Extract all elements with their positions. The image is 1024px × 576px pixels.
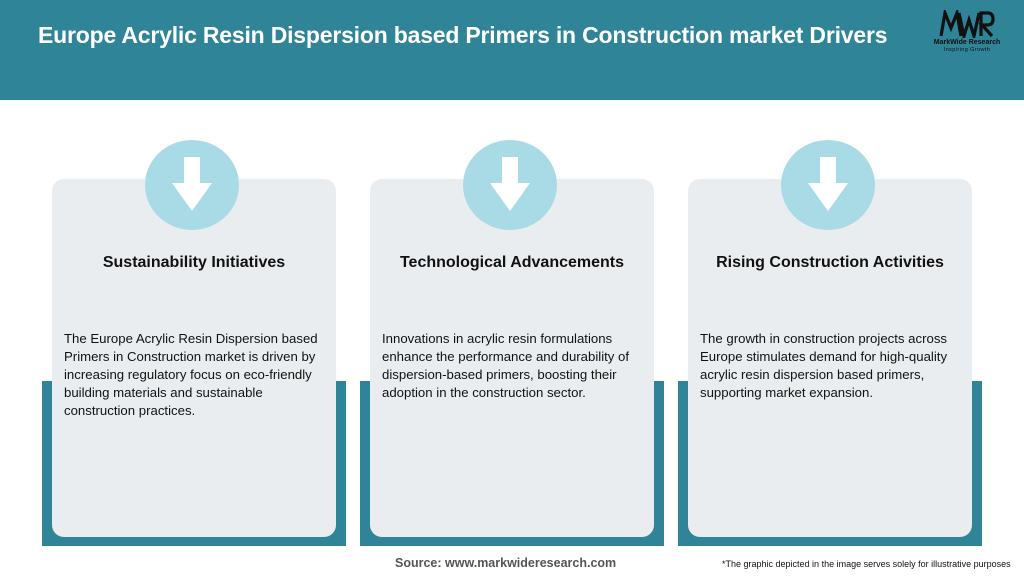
card-description: Innovations in acrylic resin formulation…: [382, 331, 630, 400]
driver-card-technology: Technological Advancements Innovations i…: [360, 140, 664, 550]
card-panel: [52, 179, 336, 537]
card-title: Technological Advancements: [399, 254, 625, 271]
card-title: Rising Construction Activities: [716, 254, 944, 271]
card-title: Sustainability Initiatives: [102, 254, 286, 271]
card-panel: [688, 179, 972, 537]
down-arrow-icon: [808, 157, 848, 211]
logo-tagline: Inspiring Growth: [943, 47, 991, 53]
mwr-logo-icon: [939, 10, 995, 38]
down-arrow-icon: [490, 157, 530, 211]
icon-circle: [781, 140, 875, 230]
company-logo: MarkWide Research Inspiring Growth: [922, 10, 1012, 58]
down-arrow-icon: [172, 157, 212, 211]
card-description: The growth in construction projects acro…: [700, 331, 948, 400]
driver-card-construction: Rising Construction Activities The growt…: [678, 140, 982, 550]
disclaimer-note: *The graphic depicted in the image serve…: [722, 559, 1011, 569]
icon-circle: [145, 140, 239, 230]
driver-card-sustainability: Sustainability Initiatives The Europe Ac…: [42, 140, 346, 550]
page-title: Europe Acrylic Resin Dispersion based Pr…: [38, 22, 888, 48]
header-banner: Europe Acrylic Resin Dispersion based Pr…: [0, 0, 1024, 100]
logo-name: MarkWide Research: [933, 39, 1001, 46]
icon-circle: [463, 140, 557, 230]
card-description: The Europe Acrylic Resin Dispersion base…: [64, 331, 318, 418]
source-credit: Source: www.markwideresearch.com: [395, 556, 617, 570]
card-panel: [370, 179, 654, 537]
